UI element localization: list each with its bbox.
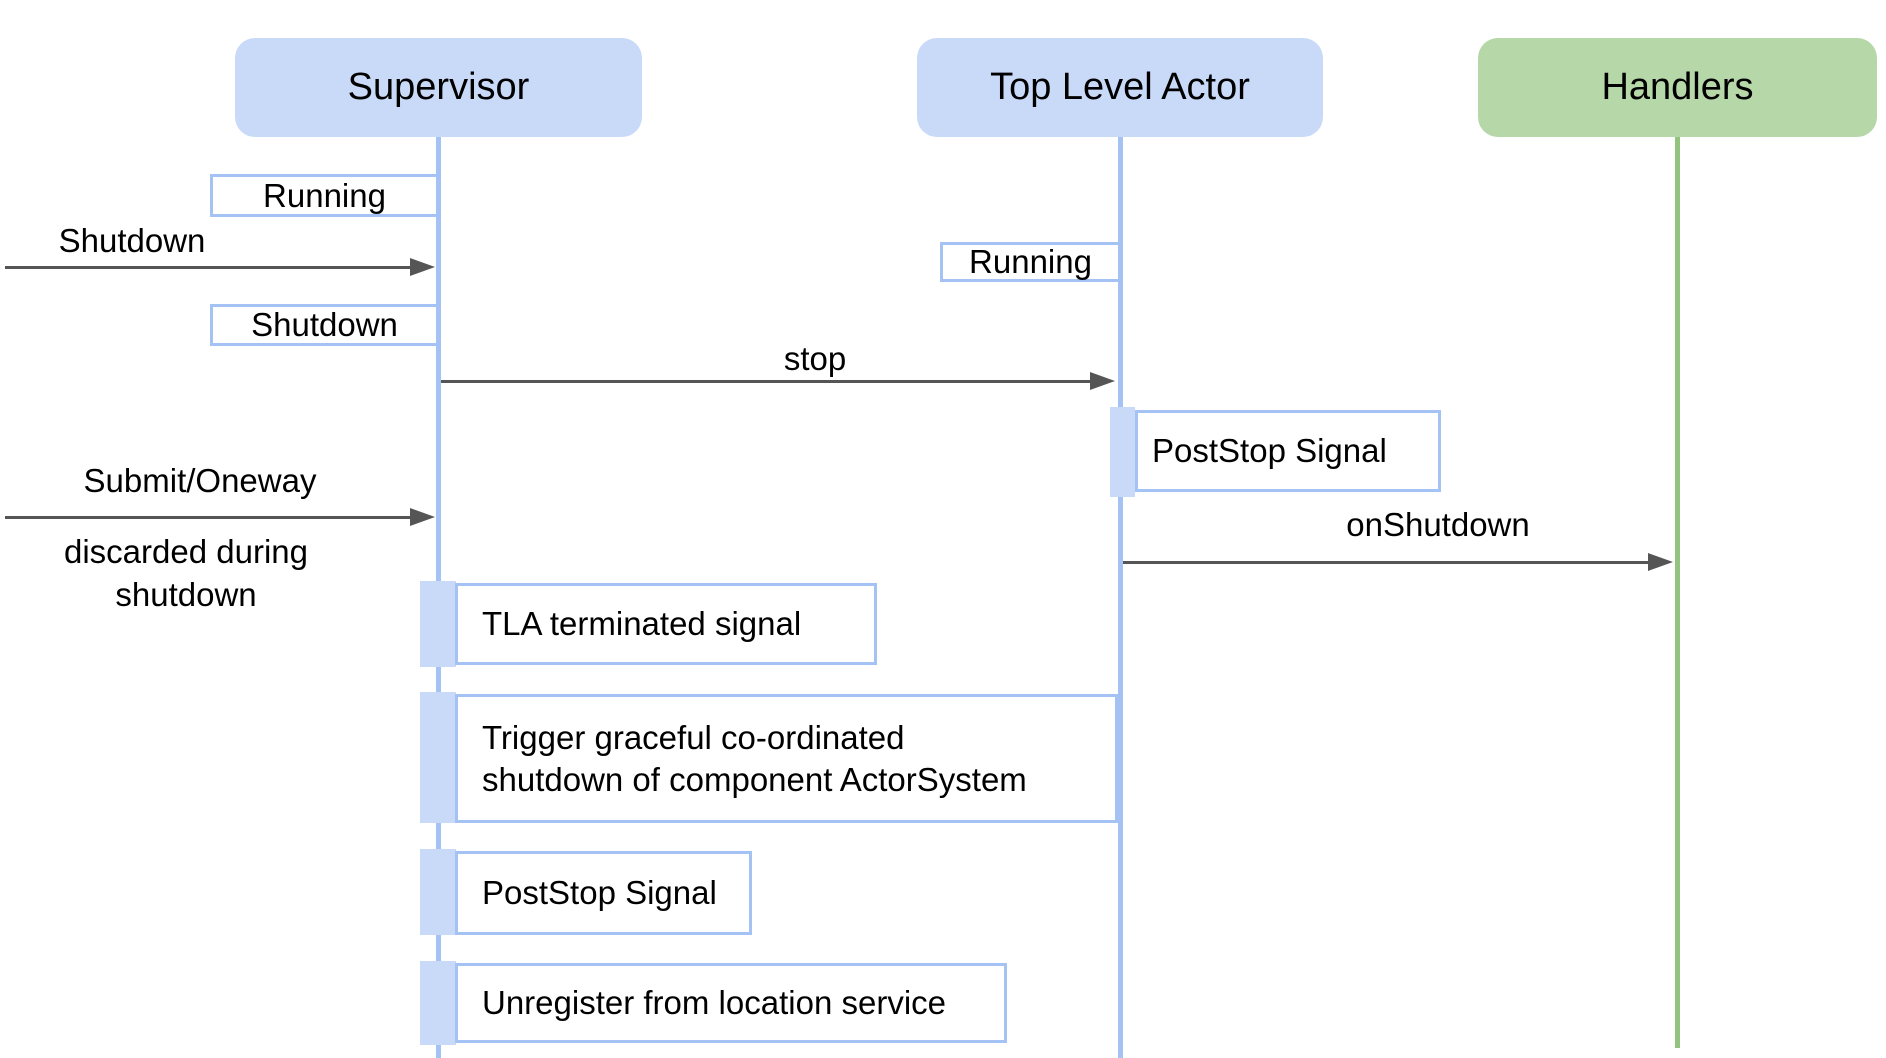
- actor-handlers-label: Handlers: [1601, 66, 1754, 108]
- state-unregister: Unregister from location service: [455, 963, 1007, 1043]
- message-submit-oneway-arrowhead-icon: [410, 508, 435, 526]
- message-submit-oneway-label: Submit/Oneway: [83, 462, 317, 499]
- activation-supervisor-poststop: [420, 849, 456, 935]
- activation-trigger-graceful: [420, 692, 456, 823]
- activation-tla-poststop: [1110, 407, 1135, 497]
- actor-handlers: Handlers: [1478, 38, 1877, 137]
- state-supervisor-poststop-label: PostStop Signal: [482, 874, 717, 911]
- state-supervisor-running: Running: [210, 174, 439, 217]
- annotation-discarded-during-shutdown: discarded during shutdown: [36, 530, 336, 616]
- actor-supervisor-label: Supervisor: [347, 66, 530, 108]
- state-unregister-label: Unregister from location service: [482, 984, 946, 1021]
- message-on-shutdown-line: [1123, 561, 1649, 564]
- activation-unregister: [420, 961, 456, 1045]
- state-trigger-graceful: Trigger graceful co-ordinated shutdown o…: [455, 694, 1118, 823]
- state-tla-poststop: PostStop Signal: [1135, 410, 1441, 492]
- annotation-discarded-line1: discarded during: [64, 533, 308, 570]
- message-shutdown-arrowhead-icon: [410, 258, 435, 276]
- actor-supervisor: Supervisor: [235, 38, 642, 137]
- state-trigger-graceful-line1: Trigger graceful co-ordinated: [482, 718, 905, 756]
- state-supervisor-poststop: PostStop Signal: [455, 851, 752, 935]
- actor-top-level-actor-label: Top Level Actor: [990, 66, 1250, 108]
- message-shutdown-line: [5, 266, 411, 269]
- state-tla-poststop-label: PostStop Signal: [1152, 432, 1387, 469]
- state-tla-terminated: TLA terminated signal: [455, 583, 877, 665]
- state-supervisor-shutdown-label: Shutdown: [251, 306, 398, 343]
- state-tla-terminated-label: TLA terminated signal: [482, 605, 802, 642]
- handlers-lifeline: [1675, 137, 1680, 1048]
- message-on-shutdown-arrowhead-icon: [1648, 553, 1673, 571]
- actor-top-level-actor: Top Level Actor: [917, 38, 1323, 137]
- message-stop-arrowhead-icon: [1090, 372, 1115, 390]
- state-supervisor-shutdown: Shutdown: [210, 304, 439, 346]
- message-stop-line: [441, 380, 1091, 383]
- message-submit-oneway-line: [5, 516, 411, 519]
- message-on-shutdown-label: onShutdown: [1346, 506, 1530, 543]
- activation-tla-terminated: [420, 581, 456, 667]
- state-tla-running-label: Running: [969, 243, 1092, 280]
- top-level-actor-lifeline: [1118, 137, 1123, 1058]
- annotation-discarded-line2: shutdown: [115, 576, 257, 613]
- state-trigger-graceful-line2: shutdown of component ActorSystem: [482, 760, 1027, 798]
- state-supervisor-running-label: Running: [263, 176, 386, 214]
- message-stop-label: stop: [783, 340, 847, 377]
- state-tla-running: Running: [940, 242, 1121, 282]
- message-shutdown-label: Shutdown: [58, 222, 206, 259]
